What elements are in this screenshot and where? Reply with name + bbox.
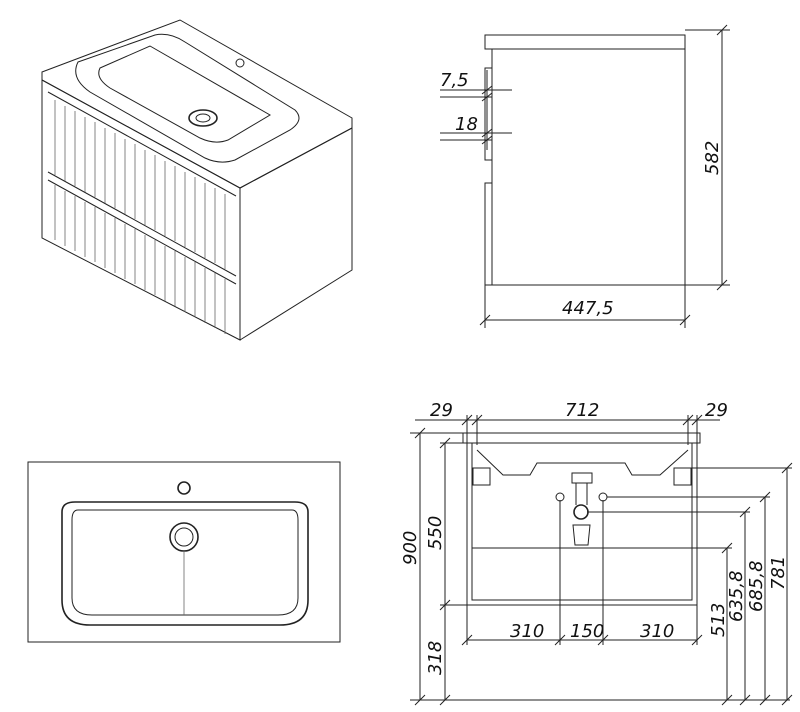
dim-781-label: 781 xyxy=(768,556,789,590)
dim-panel-label: 18 xyxy=(455,114,478,135)
dim-depth-label: 447,5 xyxy=(562,298,614,319)
dim-cabinet-height-label: 550 xyxy=(425,516,446,550)
dim-left-spacing-label: 310 xyxy=(510,621,544,642)
dim-center-spacing-label: 150 xyxy=(570,621,604,642)
dim-right-spacing-label: 310 xyxy=(640,621,674,642)
isometric-cabinet-view xyxy=(41,19,353,341)
dim-635-label: 635,8 xyxy=(726,570,747,622)
side-view xyxy=(440,24,730,328)
top-view-basin xyxy=(27,461,341,643)
dim-right-offset-label: 29 xyxy=(705,400,728,421)
dim-685-label: 685,8 xyxy=(746,560,767,612)
dim-left-offset-label: 29 xyxy=(430,400,453,421)
front-view xyxy=(410,414,793,706)
dim-513-label: 513 xyxy=(708,603,729,637)
dim-gap-label: 7,5 xyxy=(440,70,469,91)
dim-floor-clearance-label: 318 xyxy=(425,641,446,675)
dim-width-label: 712 xyxy=(565,400,599,421)
dim-total-height-label: 900 xyxy=(400,531,421,565)
dim-height-label: 582 xyxy=(702,141,723,175)
